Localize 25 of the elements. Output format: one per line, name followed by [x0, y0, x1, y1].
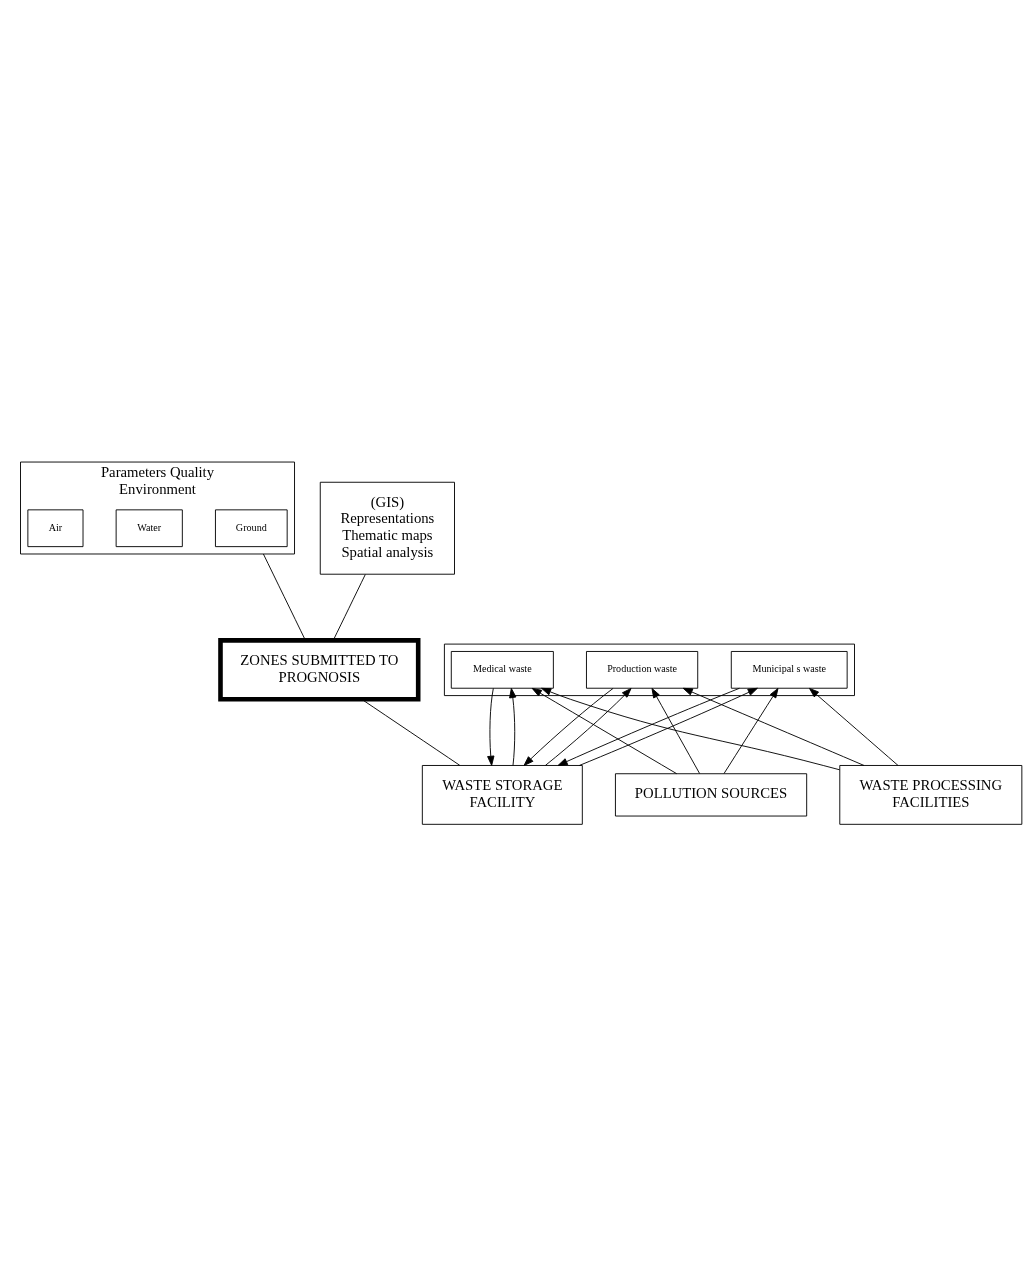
arrow [531, 687, 677, 775]
node-box: Water [115, 509, 183, 548]
arrow [508, 687, 516, 766]
arrow [578, 687, 758, 766]
node-box: POLLUTION SOURCES [614, 773, 807, 817]
node-box: (GIS) Representations Thematic maps Spatial analysis [319, 481, 455, 575]
node-box: Medical waste [450, 651, 554, 689]
arrow [523, 687, 613, 766]
node-box: Production waste [585, 651, 698, 689]
arrow [486, 687, 494, 766]
arrow [540, 687, 840, 771]
connector [332, 574, 366, 641]
node-box: Air [26, 509, 83, 548]
arrow [544, 687, 632, 766]
node-box: Municipal s waste [730, 651, 848, 689]
connector [262, 553, 306, 641]
arrow [808, 687, 898, 766]
arrow [682, 687, 864, 766]
node-box: WASTE PROCESSING FACILITIES [838, 765, 1022, 825]
arrow [723, 687, 778, 774]
arrow [651, 687, 700, 774]
node-box: Ground [214, 509, 288, 548]
arrow [557, 687, 740, 766]
node-box: ZONES SUBMITTED TO PROGNOSIS [217, 638, 420, 702]
node-box: WASTE STORAGE FACILITY [421, 765, 583, 825]
